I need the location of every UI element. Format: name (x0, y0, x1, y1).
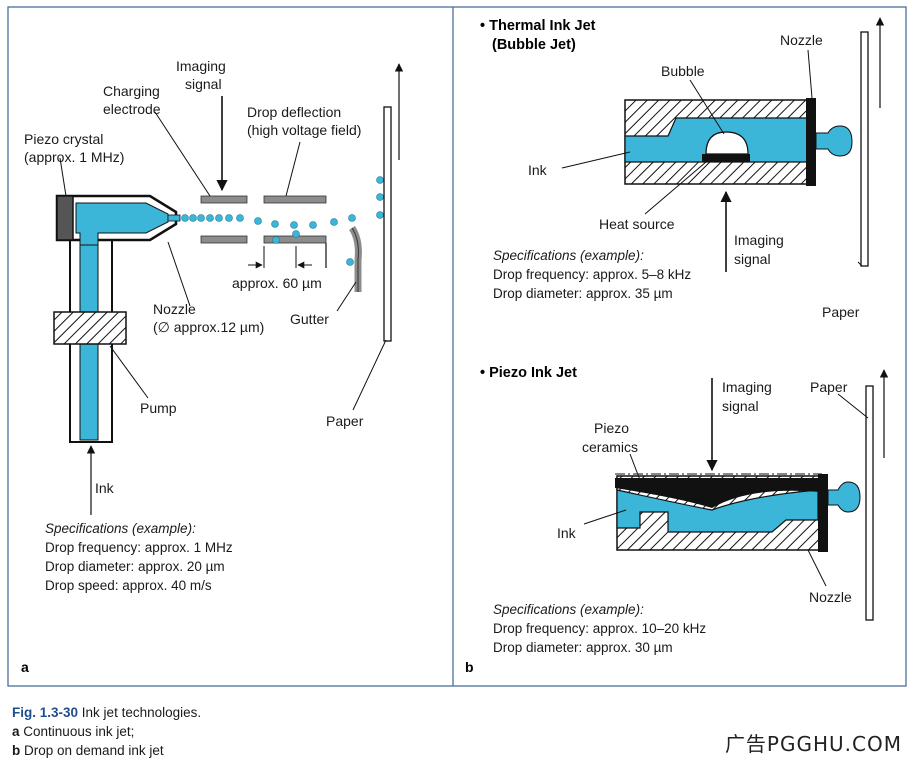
caption-b-key: b (12, 743, 21, 758)
caption-a-key: a (12, 724, 20, 739)
panel-b-label: b (465, 659, 474, 675)
label-ink-thermal: Ink (528, 162, 548, 178)
figure-number: Fig. 1.3-30 (12, 705, 79, 720)
figure-caption-title: Fig. 1.3-30 Ink jet technologies. (12, 705, 201, 720)
label-spacing: approx. 60 µm (232, 275, 322, 291)
heat-source (702, 154, 750, 162)
label-imaging-signal-thermal: Imaging (734, 232, 784, 248)
thermal-nozzle-plate (806, 98, 816, 186)
label-imaging-signal-thermal-2: signal (734, 251, 771, 267)
label-piezo-ceramics-2: ceramics (582, 439, 638, 455)
label-paper-piezo: Paper (810, 379, 848, 395)
label-nozzle-a: Nozzle (153, 301, 196, 317)
specs-piezo-line: Drop frequency: approx. 10–20 kHz (493, 621, 706, 636)
piezo-ink-channel (616, 489, 819, 533)
specs-thermal-heading: Specifications (example): (493, 248, 644, 263)
pump-block (53, 311, 127, 345)
thermal-drop (815, 125, 853, 157)
label-piezo-crystal: Piezo crystal (24, 131, 103, 147)
panel-b-thermal-inkjet: • Thermal Ink Jet (Bubble Jet) Bubble No… (480, 17, 885, 320)
piezo-crystal (56, 195, 74, 241)
label-piezo-ceramics: Piezo (594, 420, 629, 436)
label-nozzle-a-size: (∅ approx.12 µm) (153, 319, 264, 335)
label-imaging-signal-piezo: Imaging (722, 379, 772, 395)
label-ink-piezo: Ink (557, 525, 577, 541)
paper-thermal (860, 31, 869, 267)
label-pump: Pump (140, 400, 177, 416)
label-drop-deflection-2: (high voltage field) (247, 122, 361, 138)
label-imaging-signal-a: Imaging (176, 58, 226, 74)
caption-b-text: Drop on demand ink jet (24, 743, 164, 758)
figure-caption-b: b Drop on demand ink jet (12, 743, 164, 758)
specs-thermal-line: Drop frequency: approx. 5–8 kHz (493, 267, 691, 282)
thermal-title: • Thermal Ink Jet (480, 18, 596, 34)
charging-electrode-top (200, 195, 248, 204)
specs-a-line: Drop speed: approx. 40 m/s (45, 578, 212, 593)
label-ink-a: Ink (95, 480, 115, 496)
specs-piezo-heading: Specifications (example): (493, 602, 644, 617)
ink-chamber (75, 202, 169, 246)
bubble (705, 131, 749, 155)
paper-a (383, 106, 392, 342)
deflection-plate-top (263, 195, 327, 204)
panel-b-piezo-inkjet: • Piezo Ink Jet Imaging signal Paper Pie… (465, 365, 889, 675)
thermal-subtitle: (Bubble Jet) (492, 37, 576, 53)
label-imaging-signal-a-2: signal (185, 76, 222, 92)
inkjet-figure: Piezo crystal (approx. 1 MHz) Charging e… (7, 6, 907, 687)
figure-caption-a: a Continuous ink jet; (12, 724, 134, 739)
label-paper-thermal: Paper (822, 304, 860, 320)
piezo-ceramics (615, 478, 820, 508)
label-heat-source: Heat source (599, 216, 675, 232)
piezo-drop (827, 481, 861, 513)
label-paper-a: Paper (326, 413, 364, 429)
specs-piezo-line: Drop diameter: approx. 30 µm (493, 640, 673, 655)
ink-drops (181, 176, 384, 266)
piezo-nozzle-plate (818, 474, 828, 552)
figure-title: Ink jet technologies. (81, 705, 202, 720)
label-imaging-signal-piezo-2: signal (722, 398, 759, 414)
nozzle-jet (167, 214, 181, 222)
panel-a-continuous-inkjet: Piezo crystal (approx. 1 MHz) Charging e… (21, 58, 404, 675)
label-charging-electrode-2: electrode (103, 101, 161, 117)
watermark: 广告PGGHU.COM (724, 732, 902, 756)
label-gutter: Gutter (290, 311, 329, 327)
panel-a-label: a (21, 659, 29, 675)
label-piezo-crystal-freq: (approx. 1 MHz) (24, 149, 124, 165)
label-nozzle-piezo: Nozzle (809, 589, 852, 605)
paper-piezo (865, 385, 874, 621)
label-drop-deflection: Drop deflection (247, 104, 341, 120)
charging-electrode-bottom (200, 235, 248, 244)
specs-a-heading: Specifications (example): (45, 521, 196, 536)
specs-a-line: Drop diameter: approx. 20 µm (45, 559, 225, 574)
piezo-title: • Piezo Ink Jet (480, 365, 577, 381)
specs-a-line: Drop frequency: approx. 1 MHz (45, 540, 233, 555)
label-charging-electrode: Charging (103, 83, 160, 99)
label-nozzle-thermal: Nozzle (780, 32, 823, 48)
label-bubble: Bubble (661, 63, 705, 79)
caption-a-text: Continuous ink jet; (23, 724, 135, 739)
specs-thermal-line: Drop diameter: approx. 35 µm (493, 286, 673, 301)
